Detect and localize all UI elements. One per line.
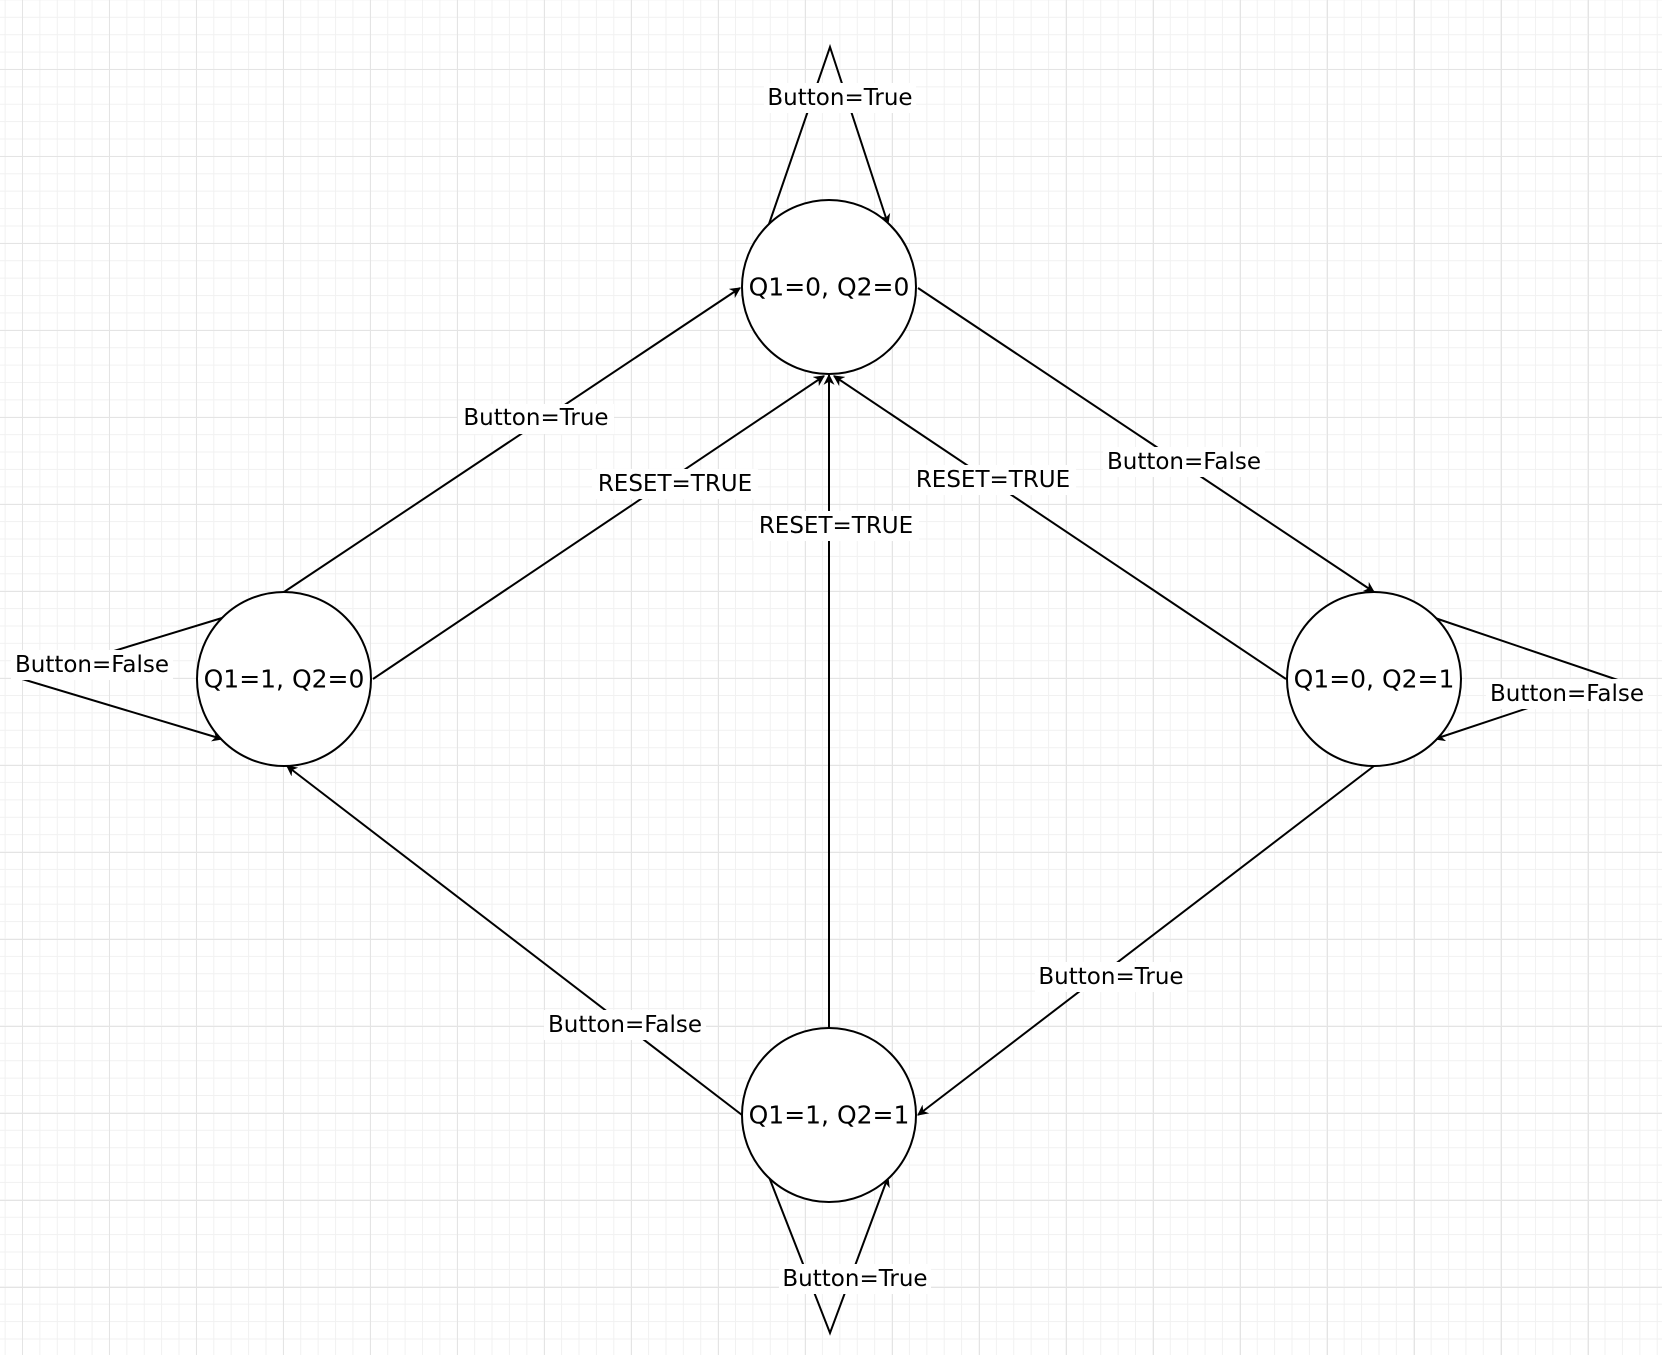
svg-text:Button=True: Button=True xyxy=(767,85,912,111)
svg-text:RESET=TRUE: RESET=TRUE xyxy=(916,467,1070,493)
svg-text:Button=True: Button=True xyxy=(463,405,608,431)
edge-s10-to-s00-reset[interactable] xyxy=(372,375,825,680)
state-s10[interactable]: Q1=1, Q2=0 xyxy=(196,591,372,767)
state-s11-label: Q1=1, Q2=1 xyxy=(749,1101,910,1130)
edge-label-s10-self: Button=False xyxy=(11,650,173,680)
svg-text:Button=False: Button=False xyxy=(548,1012,702,1038)
state-s11[interactable]: Q1=1, Q2=1 xyxy=(741,1027,917,1203)
edge-label-s01-to-s11: Button=True xyxy=(1035,962,1187,992)
edge-s11-self[interactable] xyxy=(768,1175,890,1336)
states: Q1=0, Q2=0 Q1=1, Q2=0 Q1=0, Q2=1 Q1=1, Q… xyxy=(196,199,1462,1203)
edge-label-s11-to-s10: Button=False xyxy=(544,1010,706,1040)
edge-label-s01-to-s00-reset: RESET=TRUE xyxy=(910,465,1076,495)
edge-label-s10-to-s00: Button=True xyxy=(458,404,614,434)
edge-label-s10-to-s00-reset: RESET=TRUE xyxy=(592,469,758,499)
svg-text:RESET=TRUE: RESET=TRUE xyxy=(598,471,752,497)
svg-text:Button=False: Button=False xyxy=(1107,449,1261,475)
state-s00-label: Q1=0, Q2=0 xyxy=(749,273,910,302)
transition-edges xyxy=(18,43,1619,1336)
edge-label-s00-to-s01: Button=False xyxy=(1103,447,1265,477)
svg-text:Button=True: Button=True xyxy=(782,1266,927,1292)
edge-s00-self[interactable] xyxy=(768,43,891,226)
edge-s01-self[interactable] xyxy=(1433,617,1619,742)
svg-text:Button=False: Button=False xyxy=(15,652,169,678)
edge-label-s01-self: Button=False xyxy=(1486,679,1648,709)
state-s00[interactable]: Q1=0, Q2=0 xyxy=(741,199,917,375)
state-s10-label: Q1=1, Q2=0 xyxy=(204,665,365,694)
svg-text:Button=False: Button=False xyxy=(1490,681,1644,707)
edge-label-s00-self: Button=True xyxy=(764,83,916,113)
edge-s10-to-s00[interactable] xyxy=(283,287,741,593)
edge-label-s11-self: Button=True xyxy=(779,1264,931,1294)
edge-s01-to-s11[interactable] xyxy=(917,765,1375,1116)
transition-labels: Button=True Button=True Button=False RES… xyxy=(11,83,1648,1294)
svg-text:RESET=TRUE: RESET=TRUE xyxy=(759,513,913,539)
edge-s01-to-s00-reset[interactable] xyxy=(833,375,1287,680)
state-s01[interactable]: Q1=0, Q2=1 xyxy=(1286,591,1462,767)
state-s01-label: Q1=0, Q2=1 xyxy=(1294,665,1455,694)
edge-s00-to-s01[interactable] xyxy=(917,287,1375,593)
edge-s11-to-s10[interactable] xyxy=(286,765,743,1116)
edge-label-s11-to-s00-reset: RESET=TRUE xyxy=(753,511,919,541)
svg-text:Button=True: Button=True xyxy=(1038,964,1183,990)
